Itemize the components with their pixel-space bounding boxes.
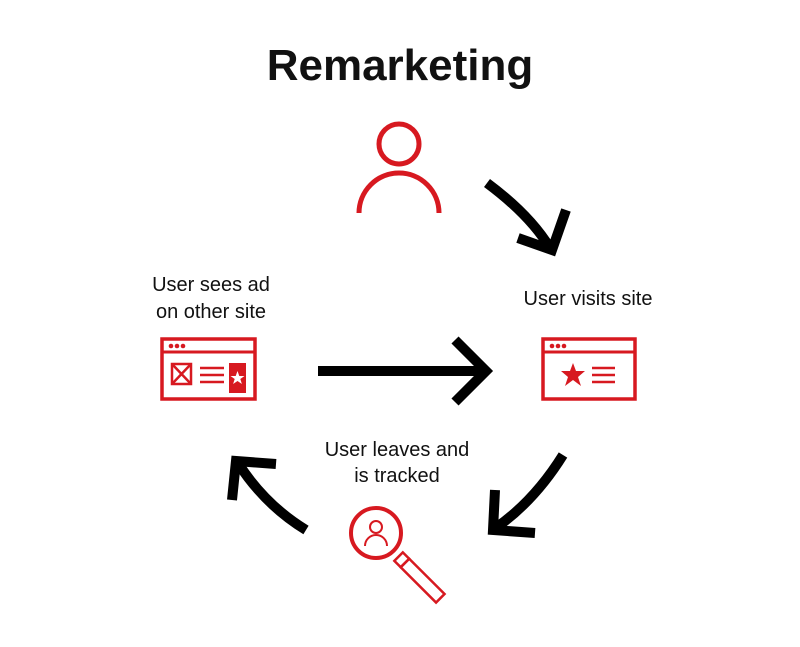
leave-label-line1: User leaves and <box>325 439 470 461</box>
ad-label-line2: on other site <box>156 301 266 323</box>
browser-star-icon <box>541 337 637 401</box>
leave-label-line2: is tracked <box>354 465 440 487</box>
user-icon <box>356 121 442 214</box>
diagram-title: Remarketing <box>267 41 534 90</box>
straight-arrow-to-visit <box>318 336 494 406</box>
visit-label: User visits site <box>524 288 653 310</box>
ad-label-line1: User sees ad <box>152 274 270 296</box>
curved-arrow-to-ad <box>227 455 309 535</box>
curved-arrow-to-tracked <box>487 452 568 538</box>
magnifier-user-icon <box>349 506 447 605</box>
browser-ad-icon <box>160 337 257 401</box>
curved-arrow-to-visit <box>484 178 571 257</box>
